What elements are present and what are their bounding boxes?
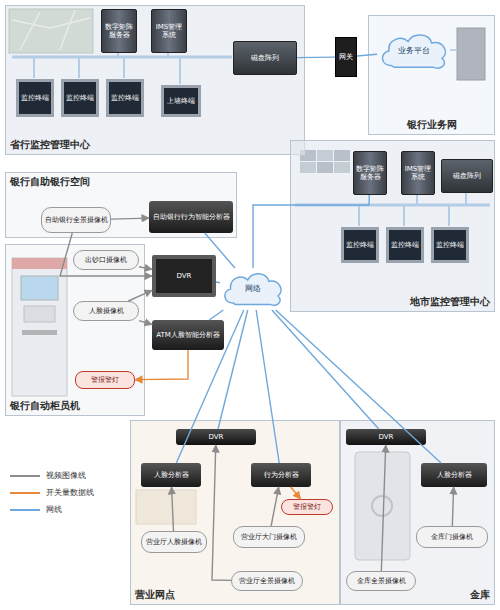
legend-sample — [10, 509, 40, 511]
region-panel: 营业网点 DVR 人脸分析器 行为分析器警报警灯营业厅人脸摄像机 营业厅大门摄像机营业厅… — [130, 420, 340, 605]
region-heading: 银行自助银行空间 — [10, 176, 90, 188]
region-panel: 银行自助银行空间自助银行全景摄像机 自助银行行为智能分析器 — [5, 172, 237, 238]
monitor-terminal: 监控终端 — [106, 79, 144, 117]
camera-box: 营业厅大门摄像机 — [233, 526, 305, 548]
camera-box: 营业厅全景摄像机 — [231, 571, 303, 591]
alarm-light: 警报警灯 — [281, 499, 333, 515]
region-panel: 省行监控管理中心 数字矩阵服务器 IMS管理系统磁盘阵列监控终端 监控终端 监控终端 上墙… — [5, 5, 305, 155]
camera-box: 金库门摄像机 — [416, 526, 488, 548]
legend-row: 视频图像线 — [10, 470, 94, 481]
monitor-terminal: 监控终端 — [386, 227, 424, 263]
alarm-light: 警报警灯 — [75, 371, 135, 389]
analyzer-box: 人脸分析器 — [141, 463, 201, 487]
device-label: 营业厅人脸摄像机 — [146, 538, 202, 546]
analyzer-box: 人脸分析器 — [421, 463, 487, 487]
camera-box: 金库全景摄像机 — [346, 571, 416, 591]
device-label: 数字矩阵服务器 — [103, 23, 135, 39]
device-label: DVR — [379, 433, 394, 441]
server-box: 数字矩阵服务器 — [101, 9, 137, 53]
device-label: 网络 — [245, 285, 261, 293]
device-label: 监控终端 — [21, 94, 49, 102]
region-heading: 银行业务网 — [369, 119, 494, 131]
server-box: IMS管理系统 — [151, 9, 187, 53]
legend-text: 网线 — [46, 504, 62, 515]
device-label: 业务平台 — [398, 47, 430, 55]
disk-array: 磁盘阵列 — [441, 159, 493, 193]
region-heading: 银行自动柜员机 — [10, 400, 80, 412]
analyzer-box: ATM人脸智能分析器 — [152, 320, 224, 350]
device-label: 网关 — [339, 53, 353, 61]
region-panel: 银行自动柜员机 出钞口摄像机人脸摄像机警报警灯 — [5, 244, 145, 416]
cloud-shape — [382, 35, 445, 68]
region-panel: 金库 DVR 人脸分析器金库门摄像机金库全景摄像机 — [340, 420, 495, 605]
device-label: 上墙终端 — [167, 97, 195, 105]
device-label: 金库门摄像机 — [431, 533, 473, 541]
server-box: 数字矩阵服务器 — [353, 151, 387, 195]
device-label: 出钞口摄像机 — [85, 256, 127, 264]
monitor-terminal: 监控终端 — [61, 79, 99, 117]
region-heading: 金库 — [470, 589, 490, 601]
connector — [216, 281, 220, 283]
device-label: 人脸摄像机 — [89, 307, 124, 315]
camera-box: 营业厅人脸摄像机 — [141, 531, 207, 553]
monitor-terminal: 监控终端 — [341, 227, 379, 263]
legend-row: 开关量数据线 — [10, 487, 94, 498]
analyzer-box: 行为分析器 — [251, 463, 311, 487]
device-label: DVR — [177, 272, 192, 280]
legend-text: 开关量数据线 — [46, 487, 94, 498]
legend-sample — [10, 475, 40, 477]
connector — [272, 310, 379, 429]
device-label: 监控终端 — [111, 94, 139, 102]
camera-box: 人脸摄像机 — [73, 301, 139, 321]
device-label: 监控终端 — [346, 241, 374, 249]
device-label: 金库全景摄像机 — [357, 577, 406, 585]
legend-sample — [10, 492, 40, 494]
region-heading: 营业网点 — [135, 589, 175, 601]
connector — [209, 310, 223, 320]
device-label: 自助银行全景摄像机 — [45, 216, 108, 224]
monitor-terminal: 监控终端 — [16, 79, 54, 117]
device-label: 行为分析器 — [264, 471, 299, 479]
device-label: 人脸分析器 — [437, 471, 472, 479]
device-label: 监控终端 — [436, 241, 464, 249]
device-label: 营业厅全景摄像机 — [239, 577, 295, 585]
legend: 视频图像线开关量数据线网线 — [10, 470, 94, 521]
region-heading: 省行监控管理中心 — [10, 139, 90, 151]
monitor-terminal: 监控终端 — [431, 227, 469, 263]
server-box: IMS管理系统 — [401, 151, 435, 195]
device-label: IMS管理系统 — [153, 23, 185, 39]
device-label: 监控终端 — [391, 241, 419, 249]
device-label: 营业厅大门摄像机 — [241, 533, 297, 541]
device-label: IMS管理系统 — [403, 165, 433, 181]
device-label: ATM人脸智能分析器 — [156, 331, 220, 339]
device-label: DVR — [209, 433, 224, 441]
dvr-box: DVR — [176, 429, 256, 445]
camera-box: 自助银行全景摄像机 — [41, 207, 111, 233]
legend-text: 视频图像线 — [46, 470, 86, 481]
device-label: 数字矩阵服务器 — [355, 165, 385, 181]
region-panel: 银行业务网 业务平台 — [368, 15, 495, 135]
monitor-terminal: 上墙终端 — [161, 85, 201, 117]
region-heading: 地市监控管理中心 — [410, 296, 490, 308]
region-panel: 地市监控管理中心 数字矩阵服务器 IMS管理系统 磁盘阵列监控终端 监控终端 监控终端 — [290, 140, 495, 312]
device-label: 警报警灯 — [293, 503, 321, 511]
device-label: 警报警灯 — [91, 376, 119, 384]
network-cloud: 业务平台 — [377, 29, 451, 73]
network-cloud: 网络 — [220, 268, 286, 310]
dvr-box: DVR — [346, 429, 426, 445]
device-label: 磁盘阵列 — [453, 172, 481, 180]
device-label: 自助银行行为智能分析器 — [153, 213, 230, 221]
analyzer-box: 自助银行行为智能分析器 — [149, 201, 233, 233]
device-label: 监控终端 — [66, 94, 94, 102]
device-label: 人脸分析器 — [154, 471, 189, 479]
cloud-shape — [225, 274, 281, 305]
dvr-monitor: DVR — [152, 255, 216, 297]
gateway-box: 网关 — [335, 37, 357, 77]
legend-row: 网线 — [10, 504, 94, 515]
camera-box: 出钞口摄像机 — [73, 250, 139, 270]
disk-array: 磁盘阵列 — [233, 41, 297, 75]
device-label: 磁盘阵列 — [251, 54, 279, 62]
